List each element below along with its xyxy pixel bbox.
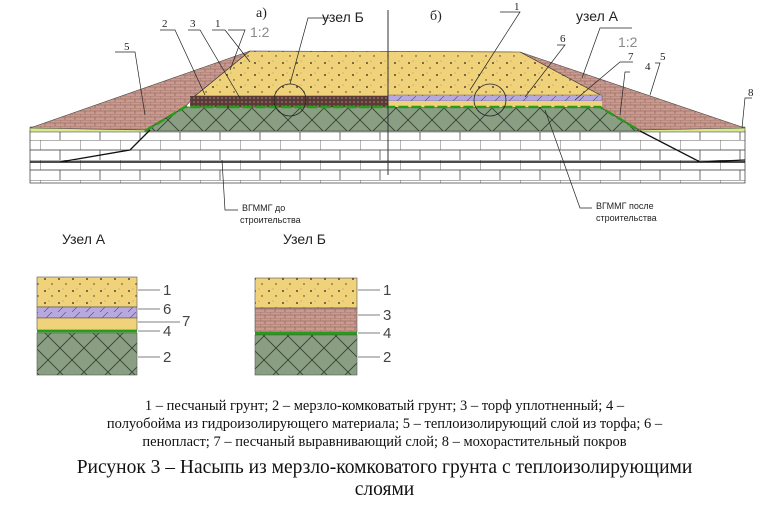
label-3: 3 [190,18,196,30]
foam-layer-6 [387,94,603,102]
vgmmg-before-label: ВГММГ до [242,203,285,213]
slope-right-label: 1:2 [618,34,638,50]
legend-line: полуобойма из гидроизолирующего материал… [106,416,663,432]
waterproof-membrane [144,105,641,133]
node-a-callout: узел А [576,8,619,24]
peat-layer-3 [190,96,388,107]
node-b-label: 1 [383,282,391,299]
node-a-label: 1 [163,282,171,299]
node-b-callout: узел Б [322,9,364,25]
vgmmg-after-label: ВГММГ после [596,201,654,211]
label-5-left: 5 [124,41,130,53]
node-a-detail [36,276,138,376]
node-a-label: 4 [163,323,171,340]
vgmmg-before-label-2: строительства [240,215,301,225]
node-b-detail [254,277,358,376]
legend-line: пенопласт; 7 – песчаный выравнивающий сл… [142,434,627,450]
vgmmg-after-label-2: строительства [596,213,657,223]
node-b-label: 4 [383,325,391,342]
label-5-right: 5 [660,51,666,63]
label-1-left: 1 [215,18,221,30]
label-1-right: 1 [514,1,520,13]
label-8: 8 [748,87,754,99]
sand-layer-7 [388,101,602,107]
node-b-label: 3 [383,307,391,324]
label-6: 6 [560,33,566,45]
node-a-label: 2 [163,349,171,366]
section-b-label: б) [430,9,442,24]
node-a-label: 7 [182,313,190,330]
section-a-label: а) [256,6,267,21]
node-a-title: Узел А [62,231,106,247]
embankment-diagram: 5 2 3 1 а) б) 1 6 7 4 5 8 1:2 1:2 узел Б… [29,1,754,376]
label-7: 7 [628,51,634,63]
caption-line: Рисунок 3 – Насыпь из мерзло-комковатого… [76,457,693,478]
label-4: 4 [645,61,651,73]
legend-line: 1 – песчаный грунт; 2 – мерзло-комковаты… [144,398,625,414]
node-b-label: 2 [383,349,391,366]
label-2: 2 [162,18,168,30]
node-a-label: 6 [163,301,171,318]
frozen-soil [143,106,642,132]
slope-left-label: 1:2 [250,24,270,40]
sand-fill [194,50,603,97]
figure-legend: 1 – песчаный грунт; 2 – мерзло-комковаты… [0,397,769,451]
figure-caption: Рисунок 3 – Насыпь из мерзло-комковатого… [0,457,769,501]
node-b-title: Узел Б [283,231,326,247]
caption-line: слоями [354,479,415,500]
